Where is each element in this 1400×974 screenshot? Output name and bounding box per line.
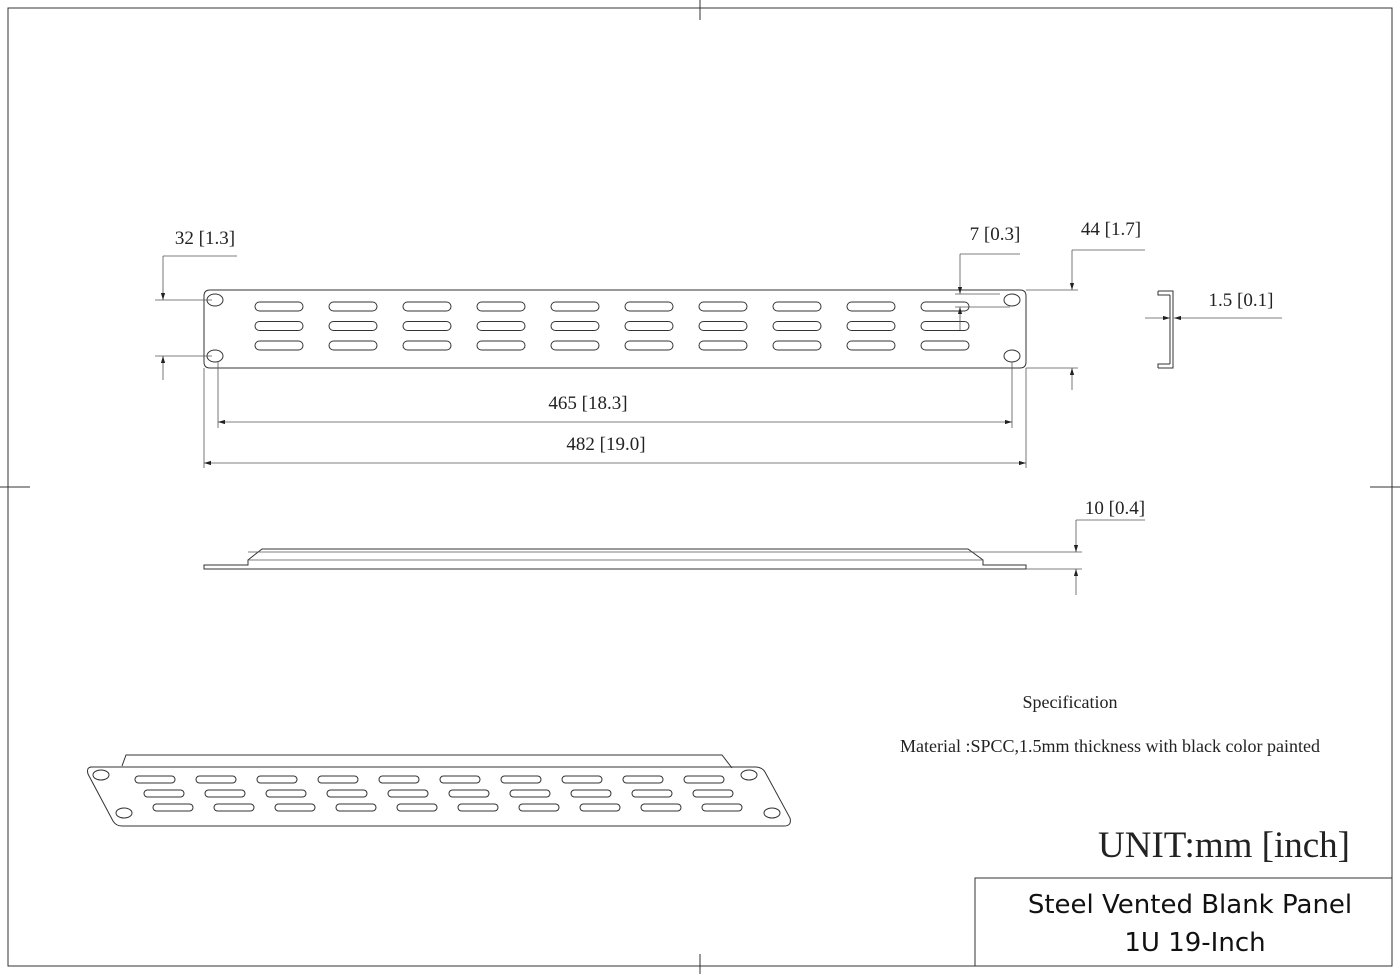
dim-label-thickness: 1.5 [0.1] (1209, 290, 1274, 311)
iso-vent-slot (396, 803, 438, 812)
vent-slot (698, 340, 748, 351)
vent-slot (698, 321, 748, 331)
vent-slot (328, 301, 378, 312)
spec-heading: Specification (1023, 692, 1118, 712)
vent-slot (550, 340, 600, 351)
vent-slot (920, 321, 970, 331)
vent-slot (254, 301, 304, 312)
dim-label-overall-width: 482 [19.0] (566, 434, 645, 455)
iso-vent-slot (335, 803, 377, 812)
title-block (974, 877, 1393, 967)
dim-label-height: 44 [1.7] (1081, 219, 1141, 240)
iso-vent-slot (640, 803, 682, 812)
vent-slot (772, 340, 822, 351)
vent-slot (328, 321, 378, 331)
iso-vent-slot (256, 775, 298, 784)
vent-slot (920, 340, 970, 351)
vent-slot (550, 301, 600, 312)
iso-vent-slot (274, 803, 316, 812)
vent-slot (476, 321, 526, 331)
dim-widths: 465 [18.3] 482 [19.0] (203, 362, 1027, 468)
vent-slot (846, 321, 896, 331)
dim-label-flange-depth: 10 [0.4] (1085, 498, 1145, 519)
vent-slot (772, 301, 822, 312)
iso-vent-slot (692, 789, 734, 798)
iso-vent-slot (326, 789, 368, 798)
iso-vent-slot (631, 789, 673, 798)
drawing-frame (7, 7, 1393, 967)
vent-slot (846, 340, 896, 351)
iso-vent-slot (518, 803, 560, 812)
iso-vent-slot (204, 789, 246, 798)
vent-slot (920, 301, 970, 312)
vent-slot (550, 321, 600, 331)
dim-height: 44 [1.7] (1026, 219, 1145, 390)
dim-hole-spacing: 32 [1.3] (155, 228, 237, 380)
dim-label-hole-span: 465 [18.3] (548, 393, 627, 414)
title-line-1: Steel Vented Blank Panel (1028, 890, 1352, 920)
iso-vent-slot (152, 803, 194, 812)
iso-vent-slot (561, 775, 603, 784)
vent-slot (402, 301, 452, 312)
iso-vent-slot (509, 789, 551, 798)
vent-slot (476, 340, 526, 351)
iso-vent-slot (378, 775, 420, 784)
iso-vent-slot (500, 775, 542, 784)
isometric-view (87, 754, 791, 827)
dim-label-slot-offset: 7 [0.3] (970, 224, 1021, 245)
vent-slot (328, 340, 378, 351)
iso-vent-slot (265, 789, 307, 798)
title-line-2: 1U 19-Inch (1124, 928, 1265, 958)
vent-slot (624, 301, 674, 312)
iso-vent-slot (439, 775, 481, 784)
top-view: 10 [0.4] (203, 498, 1145, 595)
vent-slot (846, 301, 896, 312)
unit-note: UNIT:mm [inch] (1098, 825, 1350, 866)
iso-vent-slot (579, 803, 621, 812)
iso-vent-slot (195, 775, 237, 784)
dim-slot-offset: 7 [0.3] (955, 224, 1020, 330)
iso-vent-slot (448, 789, 490, 798)
front-view (203, 289, 1027, 369)
dim-label-hole-spacing: 32 [1.3] (175, 228, 235, 249)
iso-vent-slot (213, 803, 255, 812)
vent-slot (254, 340, 304, 351)
iso-vent-slot (387, 789, 429, 798)
vent-slot (476, 301, 526, 312)
vent-slot (402, 340, 452, 351)
side-profile-view: 1.5 [0.1] (1145, 290, 1282, 369)
iso-vent-slot (622, 775, 664, 784)
vent-slot (254, 321, 304, 331)
iso-vent-slot (143, 789, 185, 798)
iso-vent-slot (683, 775, 725, 784)
iso-vent-slot (134, 775, 176, 784)
iso-vent-slot (317, 775, 359, 784)
iso-vent-slot (457, 803, 499, 812)
material-note: Material :SPCC,1.5mm thickness with blac… (900, 736, 1320, 756)
vent-slot (772, 321, 822, 331)
vent-slot (624, 340, 674, 351)
vent-slot (402, 321, 452, 331)
iso-vent-slot (570, 789, 612, 798)
vent-slot (624, 321, 674, 331)
iso-vent-slot (701, 803, 743, 812)
vent-slot (698, 301, 748, 312)
